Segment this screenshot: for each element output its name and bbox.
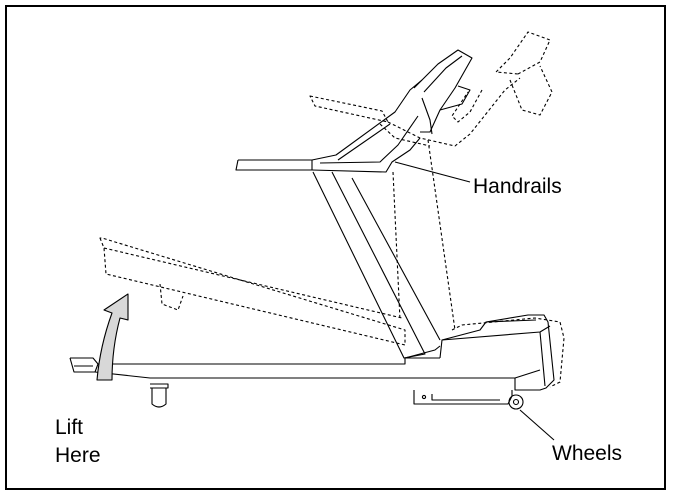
handrails-leader	[394, 161, 471, 183]
handrails-label: Handrails	[473, 175, 562, 198]
handrails-part	[235, 79, 423, 173]
wheels-leader	[519, 409, 555, 441]
treadmill-deck	[69, 357, 541, 379]
curved-up-arrow-icon	[96, 293, 129, 381]
treadmill-upright	[312, 171, 441, 359]
console	[413, 49, 473, 135]
lift-label: Lift	[55, 416, 84, 439]
ghost-raised-handrails	[309, 31, 553, 331]
wheel-bracket	[413, 390, 513, 405]
ghost-raised-deck	[99, 237, 565, 388]
here-label: Here	[55, 444, 101, 467]
treadmill-motor-hood	[404, 314, 555, 391]
wheel	[508, 394, 524, 410]
treadmill-base-foot	[150, 383, 169, 408]
wheels-label: Wheels	[552, 442, 623, 465]
diagram-border	[5, 5, 666, 490]
